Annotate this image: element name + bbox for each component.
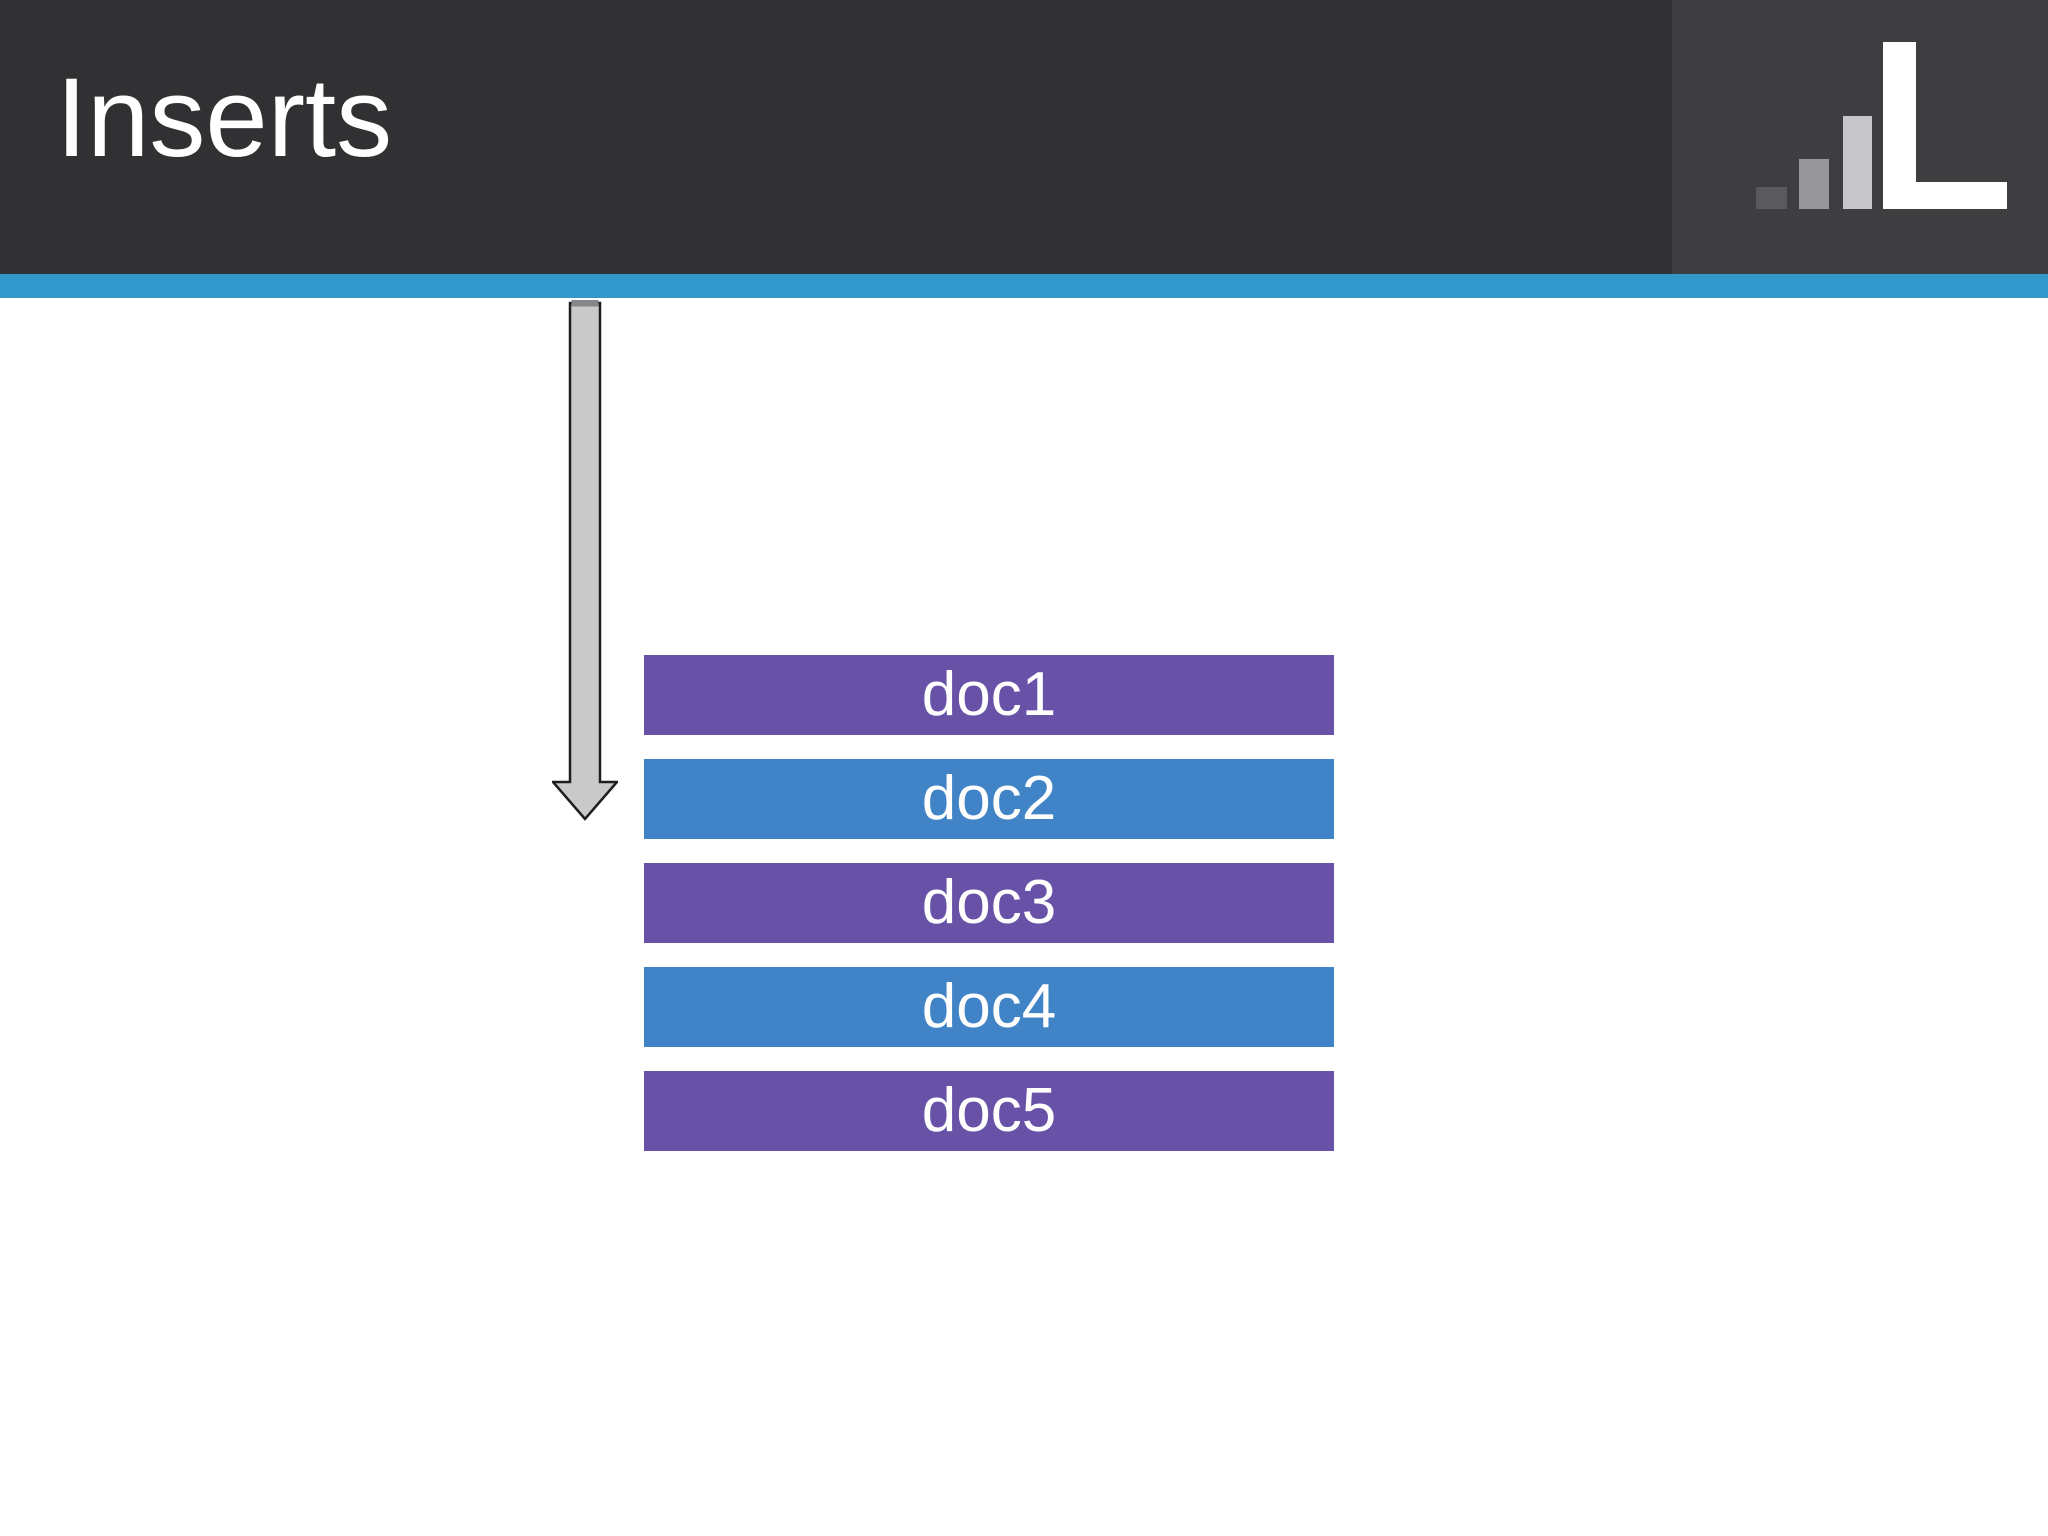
doc-bar-5: doc5 — [644, 1071, 1334, 1151]
accent-stripe — [0, 274, 2048, 298]
doc-bar-label: doc5 — [921, 1076, 1057, 1145]
down-arrow-icon — [552, 300, 618, 821]
doc-bar-4: doc4 — [644, 967, 1334, 1047]
logo-letter-L — [1883, 42, 2007, 209]
logo-bar-tall — [1843, 116, 1872, 209]
down-arrow-top-cap — [571, 300, 599, 307]
doc-bar-1: doc1 — [644, 655, 1334, 735]
logo-panel — [1672, 0, 2048, 274]
doc-bar-label: doc3 — [921, 868, 1057, 937]
doc-bar-label: doc1 — [921, 660, 1057, 729]
doc-bar-label: doc2 — [921, 764, 1057, 833]
logo-bar-medium — [1799, 159, 1829, 209]
page-title: Inserts — [56, 55, 393, 180]
header-bar: Inserts — [0, 0, 2048, 274]
doc-bar-label: doc4 — [921, 972, 1057, 1041]
bar-chart-logo-icon — [1756, 42, 2007, 209]
slide-content: doc1 doc2 doc3 doc4 doc5 — [0, 298, 2048, 1536]
doc-bar-2: doc2 — [644, 759, 1334, 839]
logo-bar-small — [1756, 187, 1787, 209]
doc-list: doc1 doc2 doc3 doc4 doc5 — [644, 655, 1334, 1151]
doc-bar-3: doc3 — [644, 863, 1334, 943]
down-arrow-shape — [552, 301, 618, 821]
